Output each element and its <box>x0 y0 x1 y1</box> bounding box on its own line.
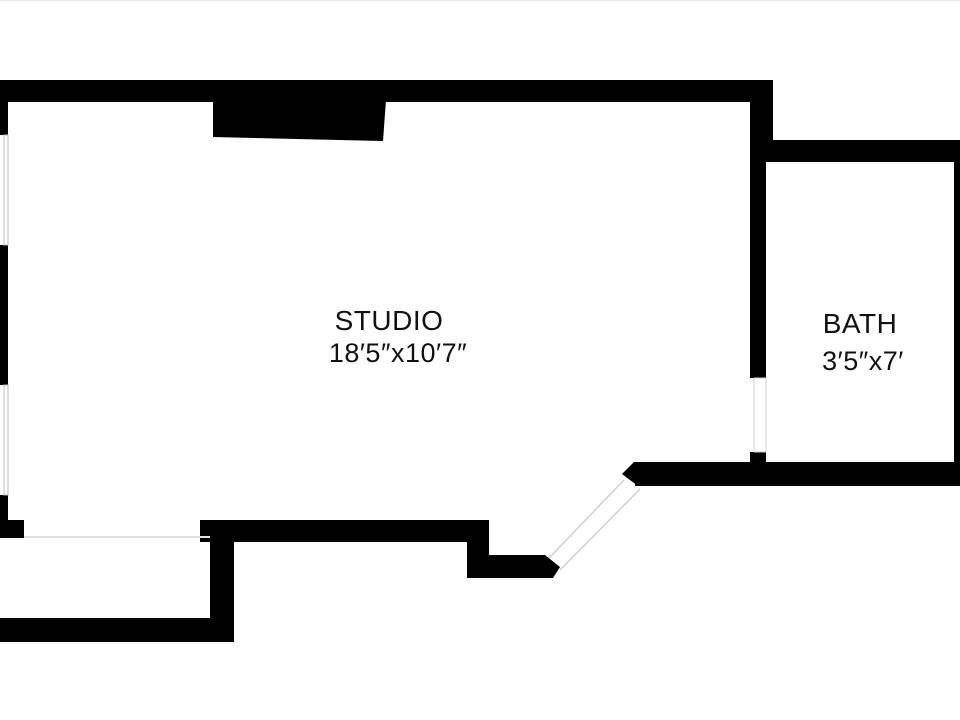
wall-bath-top <box>750 140 960 162</box>
room-dimensions-studio: 18′5″x10′7″ <box>329 338 467 368</box>
door-frame-line-inner <box>559 488 641 571</box>
wall-studio-top <box>0 80 773 102</box>
wall-studio-left-bottom <box>0 495 8 525</box>
diagonal-door-opening <box>548 479 641 571</box>
bath-door-opening <box>753 377 767 453</box>
wall-studio-right-lower <box>750 140 766 378</box>
window-left-lower <box>3 384 9 496</box>
wall-bath-door-jamb <box>750 452 766 472</box>
left-windows <box>3 134 9 496</box>
room-name-studio: STUDIO <box>335 305 444 336</box>
wall-bath-right <box>954 140 960 486</box>
wall-bath-diagonal-cap <box>622 462 644 486</box>
wall-studio-left-top <box>0 80 8 135</box>
wall-studio-left-mid <box>0 245 8 385</box>
door-frame-line-outer <box>548 479 625 559</box>
wall-alcove-bottom <box>0 618 234 642</box>
wall-studio-right-upper <box>750 80 773 140</box>
wall-studio-notch-horizontal <box>467 555 560 578</box>
studio-walls <box>0 80 773 578</box>
window-left-upper <box>3 134 9 246</box>
wall-studio-bottom <box>200 520 489 542</box>
entry-alcove-walls <box>0 520 234 642</box>
wall-studio-bottom-left-stub <box>0 520 24 538</box>
fireplace <box>213 100 386 141</box>
opening-alcove-line <box>24 536 210 538</box>
room-dimensions-bath: 3′5″x7′ <box>822 346 904 376</box>
top-border-line <box>0 0 960 1</box>
room-name-bath: BATH <box>823 308 898 339</box>
bath-walls <box>622 140 960 486</box>
wall-bath-bottom <box>635 462 960 486</box>
